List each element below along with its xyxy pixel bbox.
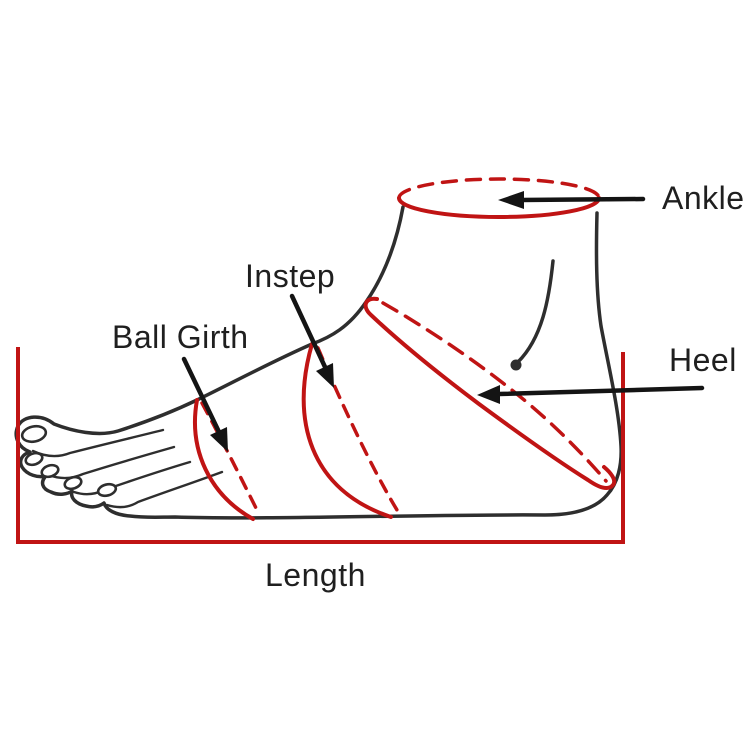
ball-girth-ellipse bbox=[193, 398, 260, 521]
heel-arrowhead bbox=[477, 385, 500, 404]
toenail-4 bbox=[63, 475, 83, 491]
annotation-arrows bbox=[181, 191, 705, 452]
instep-girth-ellipse bbox=[301, 342, 399, 519]
ball-girth-arrowhead bbox=[210, 427, 228, 452]
toe-crease-2 bbox=[47, 445, 176, 480]
label-ball-girth: Ball Girth bbox=[112, 319, 249, 355]
toenail-2 bbox=[24, 451, 44, 467]
instep-arrow bbox=[289, 293, 334, 388]
toenail-3 bbox=[40, 463, 60, 479]
toenail-big bbox=[20, 424, 48, 444]
heel-girth-back-dashed bbox=[381, 301, 608, 483]
heel-arrow bbox=[477, 385, 705, 404]
label-instep: Instep bbox=[245, 258, 336, 294]
ankle-arrowhead bbox=[498, 191, 524, 209]
length-bracket-line bbox=[16, 347, 625, 544]
toe-crease-1 bbox=[31, 428, 165, 458]
label-length: Length bbox=[265, 557, 366, 593]
foot-outline bbox=[14, 205, 623, 520]
ankle-bone-dot bbox=[510, 359, 522, 371]
instep-girth-front bbox=[301, 342, 393, 519]
toenails bbox=[20, 424, 118, 498]
ankle-girth-back-dashed bbox=[397, 177, 601, 200]
instep-arrowhead bbox=[316, 363, 334, 388]
length-bracket bbox=[16, 347, 625, 544]
toe-crease-4 bbox=[105, 470, 224, 509]
ball-girth-front bbox=[193, 398, 255, 521]
ankle-girth-ellipse bbox=[397, 177, 601, 219]
ankle-arrow bbox=[498, 191, 646, 209]
label-heel: Heel bbox=[669, 342, 737, 378]
foot-silhouette bbox=[14, 205, 623, 520]
ball-girth-arrow bbox=[181, 356, 228, 452]
heel-girth-ellipse bbox=[363, 296, 617, 490]
toenail-5 bbox=[96, 482, 118, 498]
ankle-bone-curve bbox=[516, 259, 555, 364]
label-ankle: Ankle bbox=[662, 180, 745, 216]
ankle-girth-front bbox=[397, 196, 601, 219]
heel-girth-front bbox=[363, 296, 617, 490]
ball-girth-back-dashed bbox=[200, 401, 260, 514]
